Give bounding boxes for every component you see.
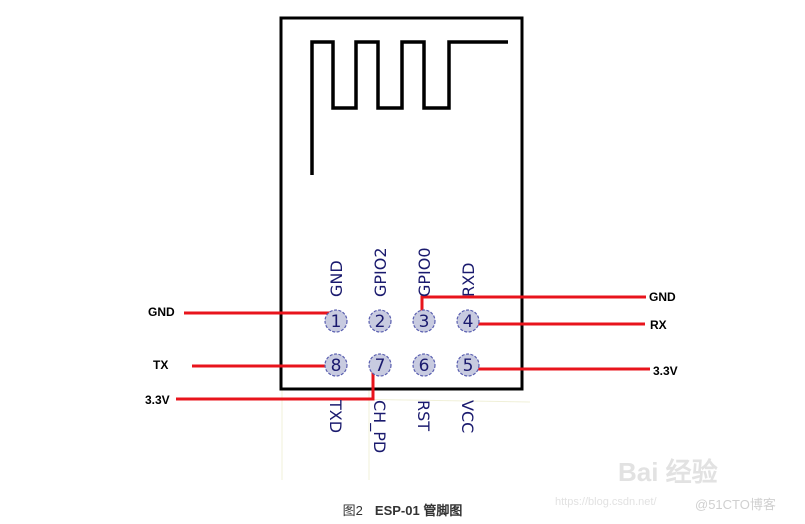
pin-1: 1 (324, 309, 348, 333)
pin-number: 1 (331, 312, 342, 332)
watermark-url: https://blog.csdn.net/ (555, 496, 657, 508)
pin-number: 8 (331, 356, 342, 376)
wire-gnd-right (420, 295, 646, 322)
watermark-credit: @51CTO博客 (695, 497, 776, 512)
right-label-gnd: GND (649, 290, 676, 304)
pin-8: 8 (324, 353, 348, 377)
pin-name-gpio0: GPIO0 (415, 247, 434, 297)
pin-3: 3 (412, 309, 436, 333)
pin-name-txd: TXD (326, 399, 345, 433)
caption-title: ESP-01 管脚图 (374, 503, 463, 518)
pin-pad-circle (412, 353, 436, 377)
pin-name-gnd: GND (327, 260, 346, 297)
pin-pads: 1 2 3 4 5 6 7 8 (324, 309, 480, 377)
pin-number: 7 (375, 356, 386, 376)
figure-caption: 图2 ESP-01 管脚图 (0, 500, 805, 519)
caption-figure-number: 图2 (342, 503, 363, 518)
pin-number: 5 (463, 356, 474, 376)
pin-pad-circle (324, 353, 348, 377)
left-label-tx: TX (153, 358, 169, 372)
right-label-3v3: 3.3V (653, 364, 678, 378)
watermark-brand: Bai 经验 (618, 457, 718, 487)
pin-pad-circle (324, 309, 348, 333)
pin-pad-circle (368, 309, 392, 333)
pin-number: 6 (419, 356, 430, 376)
pin-pad-circle (412, 309, 436, 333)
left-label-3v3: 3.3V (145, 393, 170, 407)
pin-pad-circle (456, 309, 480, 333)
guide-lines (279, 389, 531, 480)
pin-number: 4 (463, 312, 474, 332)
pin-name-labels: GND GPIO2 GPIO0 RXD VCC RST CH_PD TXD (326, 247, 478, 453)
right-label-rx: RX (650, 318, 667, 332)
pin-name-rxd: RXD (459, 263, 478, 297)
pin-4: 4 (456, 309, 480, 333)
left-label-gnd: GND (148, 305, 175, 319)
pin-name-ch_pd: CH_PD (369, 400, 389, 453)
pin-pad-circle (456, 353, 480, 377)
pin-5: 5 (456, 353, 480, 377)
pin-2: 2 (368, 309, 392, 333)
antenna-trace-icon (310, 40, 508, 175)
pin-number: 2 (375, 312, 386, 332)
pin-name-gpio2: GPIO2 (371, 247, 390, 297)
pin-6: 6 (412, 353, 436, 377)
pin-pad-circle (368, 353, 392, 377)
connection-wires (176, 295, 650, 401)
pin-name-rst: RST (414, 400, 433, 431)
pin-name-vcc: VCC (458, 400, 477, 433)
pin-7: 7 (368, 353, 392, 377)
module-outline (279, 16, 524, 391)
pin-number: 3 (419, 312, 430, 332)
